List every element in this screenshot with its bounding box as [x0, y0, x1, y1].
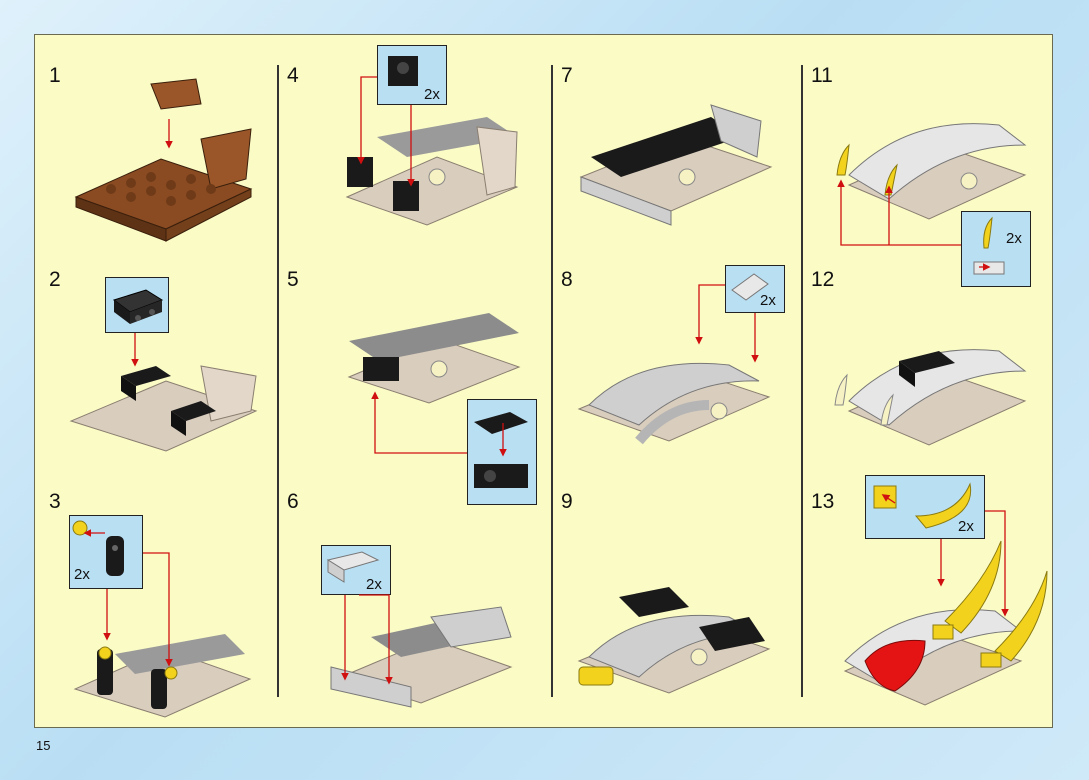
step-number: 11 [811, 64, 833, 87]
step-4-part-callout: 2x [377, 45, 447, 105]
step-3-model-illustration [73, 634, 252, 718]
step-number: 3 [49, 490, 61, 513]
column-divider [277, 65, 279, 697]
step-13-model-illustration [843, 540, 1048, 706]
step-number: 7 [561, 64, 573, 87]
step-6-part-illustration [326, 551, 380, 583]
step-number: 9 [561, 490, 573, 513]
step-8-part-illustration [731, 273, 769, 301]
step-2-model-illustration [69, 365, 258, 452]
step-1-model-illustration [74, 78, 253, 242]
step-13-part-callout: 2x [865, 475, 985, 539]
step-11-part-illustration [973, 216, 1005, 275]
step-9-model-illustration [577, 587, 771, 694]
step-number: 2 [49, 268, 61, 291]
step-7-model-illustration [579, 104, 773, 226]
step-6-model-illustration [330, 606, 513, 708]
step-8-part-callout: 2x [725, 265, 785, 313]
step-number: 6 [287, 490, 299, 513]
step-4-part-illustration [388, 56, 418, 86]
step-number: 1 [49, 64, 61, 87]
step-number: 8 [561, 268, 573, 291]
step-6-part-callout: 2x [321, 545, 391, 595]
quantity-label: 2x [366, 576, 382, 593]
quantity-label: 2x [74, 566, 90, 583]
quantity-label: 2x [958, 518, 974, 535]
quantity-label: 2x [760, 292, 776, 309]
step-8-model-illustration [577, 362, 771, 445]
step-5-model-illustration [347, 313, 521, 404]
column-divider [551, 65, 553, 697]
step-number: 5 [287, 268, 299, 291]
page-number: 15 [36, 738, 51, 753]
step-11-part-callout: 2x [961, 211, 1031, 287]
step-5-part-callout [467, 399, 537, 505]
step-2-part-callout [105, 277, 169, 333]
step-5-part-illustration [474, 412, 528, 488]
column-divider [801, 65, 803, 697]
step-number: 4 [287, 64, 299, 87]
step-12-model-illustration [834, 349, 1027, 446]
step-2-part-illustration [112, 289, 164, 324]
step-4-model-illustration [345, 117, 519, 226]
step-number: 13 [811, 490, 835, 513]
step-number: 12 [811, 268, 835, 291]
quantity-label: 2x [1006, 230, 1022, 247]
step-3-part-callout: 2x [69, 515, 143, 589]
quantity-label: 2x [424, 86, 440, 103]
instruction-panel: 1 2 3 2x [34, 34, 1053, 728]
